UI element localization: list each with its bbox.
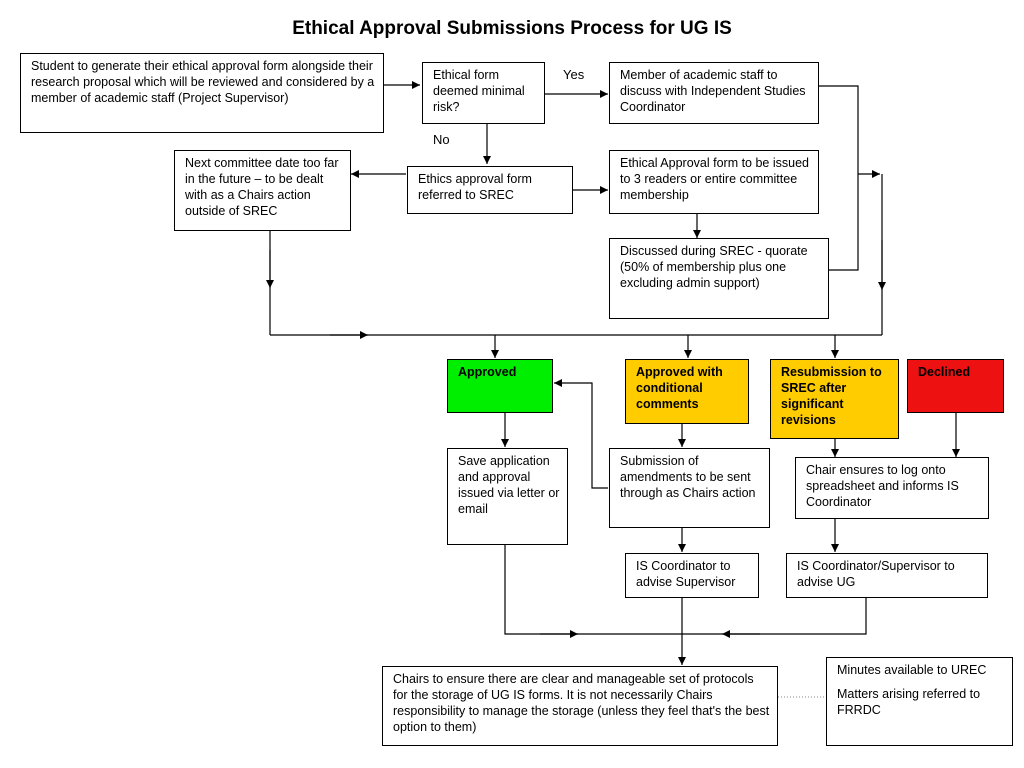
status-approved: Approved (447, 359, 553, 413)
label-yes: Yes (563, 67, 585, 82)
diagram-title: Ethical Approval Submissions Process for… (292, 18, 732, 39)
box-is-coordinator-supervisor: IS Coordinator to advise Supervisor (625, 553, 759, 598)
box-referred-to-srec: Ethics approval form referred to SREC (407, 166, 573, 214)
arrow-amendments-to-approved (554, 379, 608, 489)
matters-frrdc: Matters arising referred to FRRDC (837, 687, 981, 717)
box-minutes: Minutes available to UREC Matters arisin… (826, 657, 1013, 746)
connector-staff-bracket (819, 85, 859, 271)
box-issued-to-readers: Ethical Approval form to be issued to 3 … (609, 150, 819, 214)
connector-is-coord-ug-down (682, 598, 867, 635)
connector-save-down (504, 545, 682, 635)
box-minimal-risk-decision: Ethical form deemed minimal risk? (422, 62, 545, 124)
box-save-application: Save application and approval issued via… (447, 448, 568, 545)
box-is-coordinator-ug: IS Coordinator/Supervisor to advise UG (786, 553, 988, 598)
status-resubmission: Resubmission to SREC after significant r… (770, 359, 899, 439)
box-discussed-srec: Discussed during SREC - quorate (50% of … (609, 238, 829, 319)
box-next-committee: Next committee date too far in the futur… (174, 150, 351, 231)
status-declined: Declined (907, 359, 1004, 413)
box-chair-log-spreadsheet: Chair ensures to log onto spreadsheet an… (795, 457, 989, 519)
label-no: No (433, 132, 450, 147)
status-approved-conditional: Approved with conditional comments (625, 359, 749, 424)
box-submission-amendments: Submission of amendments to be sent thro… (609, 448, 770, 528)
minutes-urec: Minutes available to UREC (837, 663, 987, 677)
box-student-form: Student to generate their ethical approv… (20, 53, 384, 133)
box-staff-discuss: Member of academic staff to discuss with… (609, 62, 819, 124)
box-chairs-storage: Chairs to ensure there are clear and man… (382, 666, 778, 746)
